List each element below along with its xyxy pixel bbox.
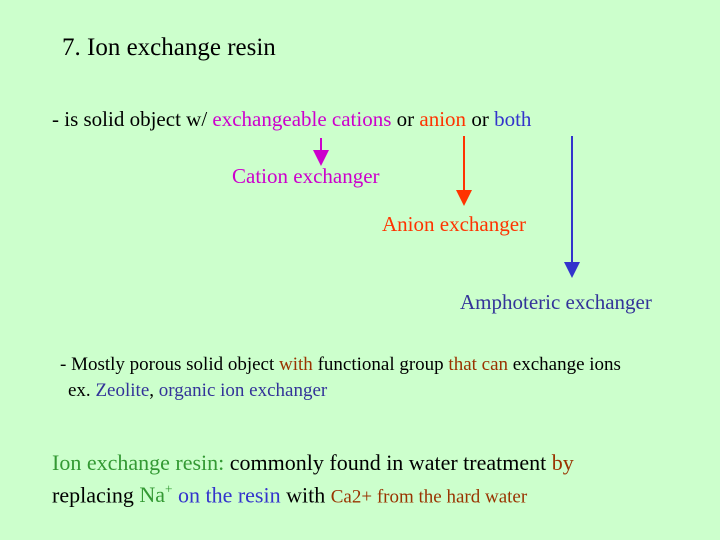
summary-lead: Ion exchange resin:: [52, 450, 225, 475]
definition-or-1: or: [391, 107, 420, 131]
summary-from: from the hard water: [372, 486, 528, 508]
definition-both: both: [494, 107, 532, 131]
definition-or-2: or: [466, 107, 495, 131]
summary-na-charge: +: [165, 482, 173, 497]
summary-replacing: replacing: [52, 482, 140, 508]
definition-cations: exchangeable cations: [212, 107, 392, 131]
summary-on-resin: on the resin: [172, 482, 281, 508]
summary-line-1: Ion exchange resin: commonly found in wa…: [52, 450, 574, 476]
summary-na-symbol: Na: [139, 482, 166, 508]
summary-with: with: [280, 482, 331, 508]
summary-na: Na+: [139, 482, 172, 507]
example-prefix: ex.: [68, 380, 96, 401]
porous-with: with: [279, 354, 313, 375]
definition-line: - is solid object w/ exchangeable cation…: [52, 107, 531, 132]
porous-part-3: exchange ions: [508, 354, 621, 375]
porous-part-1: - Mostly porous solid object: [60, 354, 280, 375]
porous-line: - Mostly porous solid object with functi…: [60, 354, 621, 376]
porous-that-can: that can: [448, 354, 509, 375]
example-organic: organic ion exchanger: [158, 380, 328, 401]
anion-exchanger-label: Anion exchanger: [382, 212, 527, 236]
definition-prefix: - is solid object w/: [52, 107, 213, 131]
definition-anion: anion: [419, 107, 467, 131]
example-line: ex. Zeolite, organic ion exchanger: [68, 380, 327, 402]
summary-line-2: replacing Na+ on the resin with Ca2+ fro…: [52, 482, 527, 508]
amphoteric-exchanger-label: Amphoteric exchanger: [460, 290, 652, 314]
example-zeolite: Zeolite: [95, 380, 150, 401]
porous-part-2: functional group: [312, 354, 449, 375]
example-comma: ,: [149, 380, 159, 401]
page-title: 7. Ion exchange resin: [62, 34, 276, 61]
summary-ca: Ca2+: [330, 486, 373, 508]
summary-by: by: [551, 450, 574, 475]
cation-exchanger-label: Cation exchanger: [232, 164, 380, 188]
summary-mid: commonly found in water treatment: [224, 450, 552, 475]
